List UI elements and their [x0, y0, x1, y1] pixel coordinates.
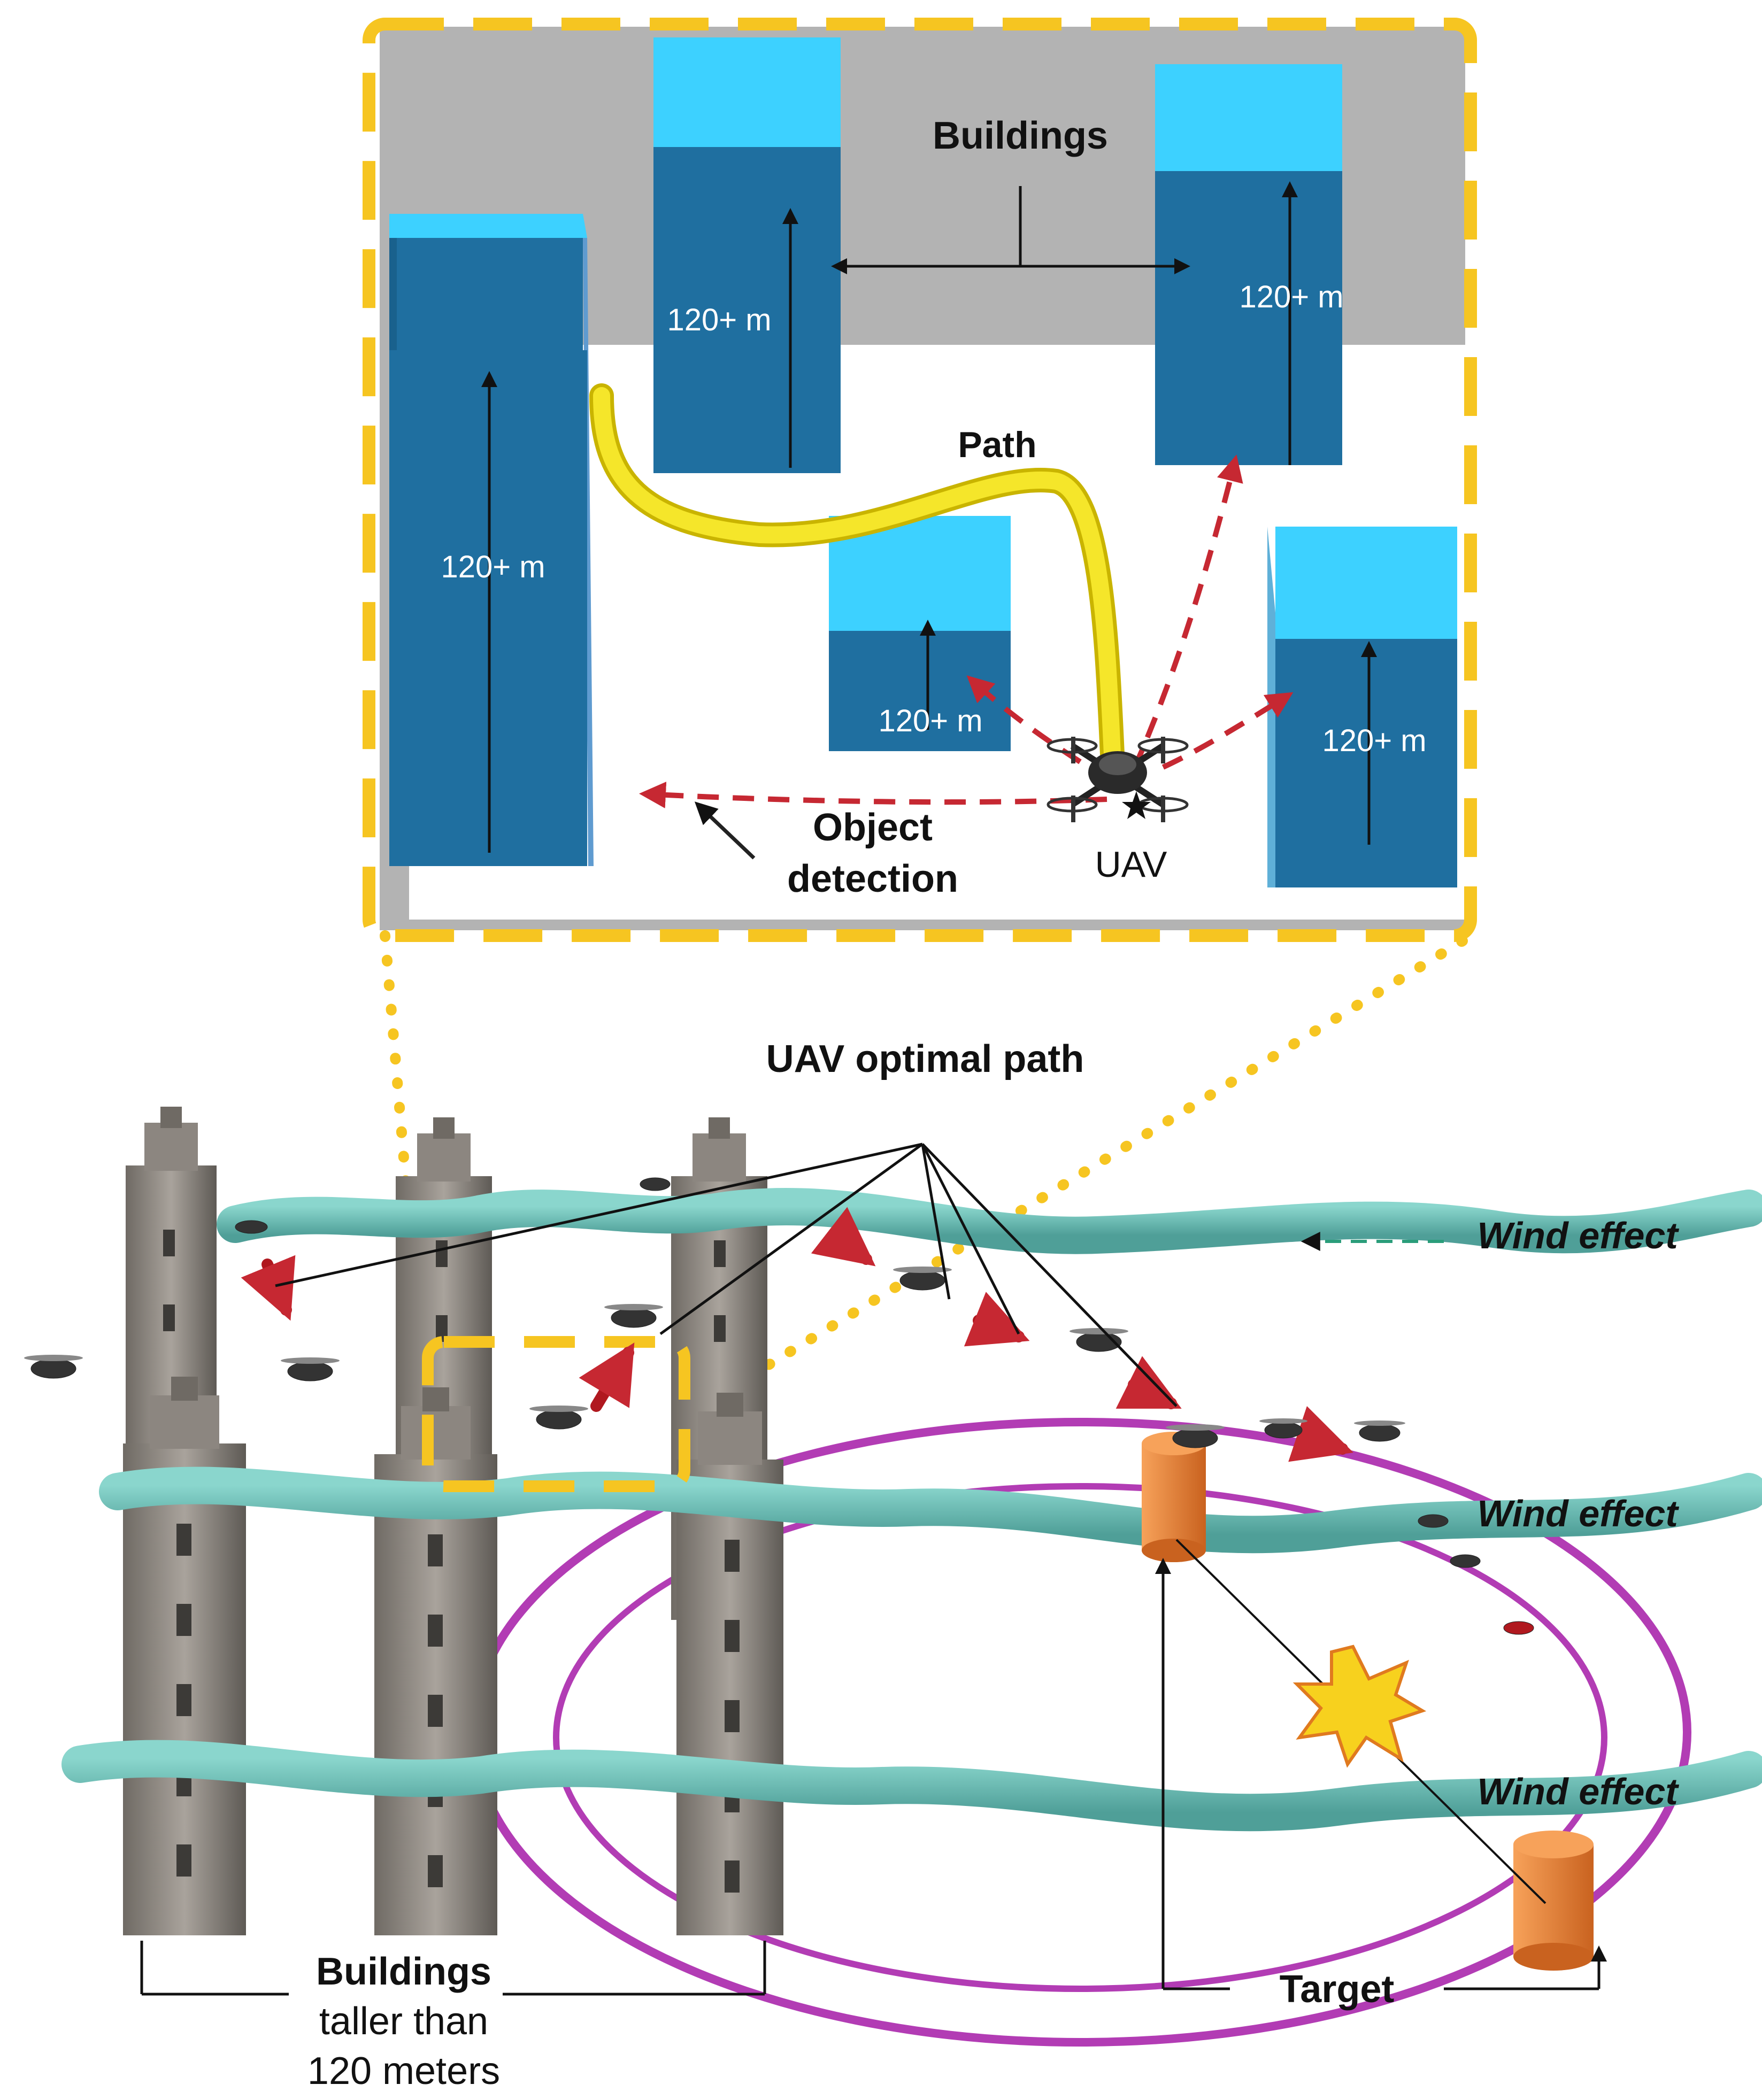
uav-label: UAV [1095, 844, 1167, 885]
motion-arrow-1 [241, 1255, 296, 1321]
inset-building-5 [1267, 527, 1457, 887]
drone-5 [893, 1267, 952, 1291]
inset-path-label: Path [958, 424, 1036, 465]
optimal-path-callout [275, 1142, 1178, 1407]
drone-14 [640, 1177, 671, 1191]
wind-effect-label-middle: Wind effect [1477, 1493, 1679, 1534]
motion-arrow-2 [579, 1342, 635, 1412]
wind-stream-top [217, 1187, 1762, 1254]
drone-8 [1259, 1418, 1307, 1439]
height-label-5: 120+ m [1322, 723, 1426, 758]
zoom-highlight-box [422, 1336, 690, 1492]
inset-border [363, 18, 1477, 942]
inset-building-2 [653, 37, 841, 473]
wind-streams [61, 1187, 1762, 1832]
inset-building-1 [389, 214, 594, 866]
drone-12 [1503, 1621, 1534, 1635]
tower-front-3 [676, 1393, 783, 1935]
wind-effect-label-top: Wind effect [1477, 1215, 1679, 1256]
inset-uav-drone [1047, 737, 1189, 822]
drone-13 [235, 1220, 268, 1234]
collision-burst-icon [1292, 1645, 1427, 1768]
tower-windows [163, 1230, 740, 1893]
drone-7 [1166, 1424, 1225, 1448]
drone-4 [604, 1304, 663, 1328]
motion-arrow-6 [1288, 1406, 1353, 1462]
inset-panel: Buildings Path 120+ m 120+ m 120+ m 120+… [363, 18, 1477, 942]
height-label-1: 120+ m [441, 550, 545, 584]
drone-10 [1418, 1514, 1449, 1528]
zoom-connectors [380, 930, 1468, 1449]
target-callout [1155, 1558, 1607, 1990]
tower-front-2 [374, 1387, 497, 1935]
scene-drones [24, 1177, 1534, 1635]
motion-arrow-4 [964, 1292, 1030, 1347]
detection-ray-right [1161, 692, 1294, 770]
orbit-ring-inner [553, 1483, 1607, 1992]
detection-ray-up-right [1131, 454, 1243, 771]
height-label-4: 120+ m [878, 704, 982, 738]
motion-arrow-3 [811, 1207, 876, 1267]
buildings-label-1: Buildings [316, 1950, 491, 1993]
target-cylinder-upper [1142, 1432, 1206, 1562]
motion-arrows [241, 1207, 1353, 1462]
optimal-path-label: UAV optimal path [766, 1038, 1084, 1080]
detection-ray-left [639, 782, 1107, 808]
motion-arrow-5 [1115, 1356, 1182, 1409]
buildings-label-3: 120 meters [307, 2050, 500, 2093]
wind-stream-bottom [61, 1740, 1762, 1832]
drone-3 [529, 1406, 588, 1430]
object-detection-label-1: Object [813, 806, 933, 849]
height-label-2: 120+ m [667, 303, 771, 337]
object-detection-label-2: detection [787, 858, 958, 900]
height-arrows [481, 181, 1377, 853]
drone-11 [1450, 1554, 1481, 1568]
wind-stream-middle [99, 1466, 1762, 1554]
object-detection-pointer [694, 801, 756, 860]
drone-2 [281, 1357, 340, 1381]
target-label: Target [1280, 1968, 1395, 2011]
buildings-label-2: taller than [319, 2000, 488, 2043]
buildings-callout [831, 186, 1190, 274]
drone-1 [24, 1355, 83, 1379]
towers [123, 1107, 783, 1935]
inset-ground-bottom [380, 920, 1465, 930]
inset-buildings-label: Buildings [933, 114, 1108, 157]
zoom-connector-right [722, 936, 1468, 1395]
inset-building-3 [1155, 64, 1342, 465]
target-cylinder-lower [1513, 1831, 1594, 1971]
wind-effect-label-bottom: Wind effect [1477, 1771, 1679, 1812]
drone-9 [1354, 1420, 1405, 1442]
height-label-3: 120+ m [1239, 280, 1343, 314]
buildings-bracket [140, 1941, 766, 1996]
